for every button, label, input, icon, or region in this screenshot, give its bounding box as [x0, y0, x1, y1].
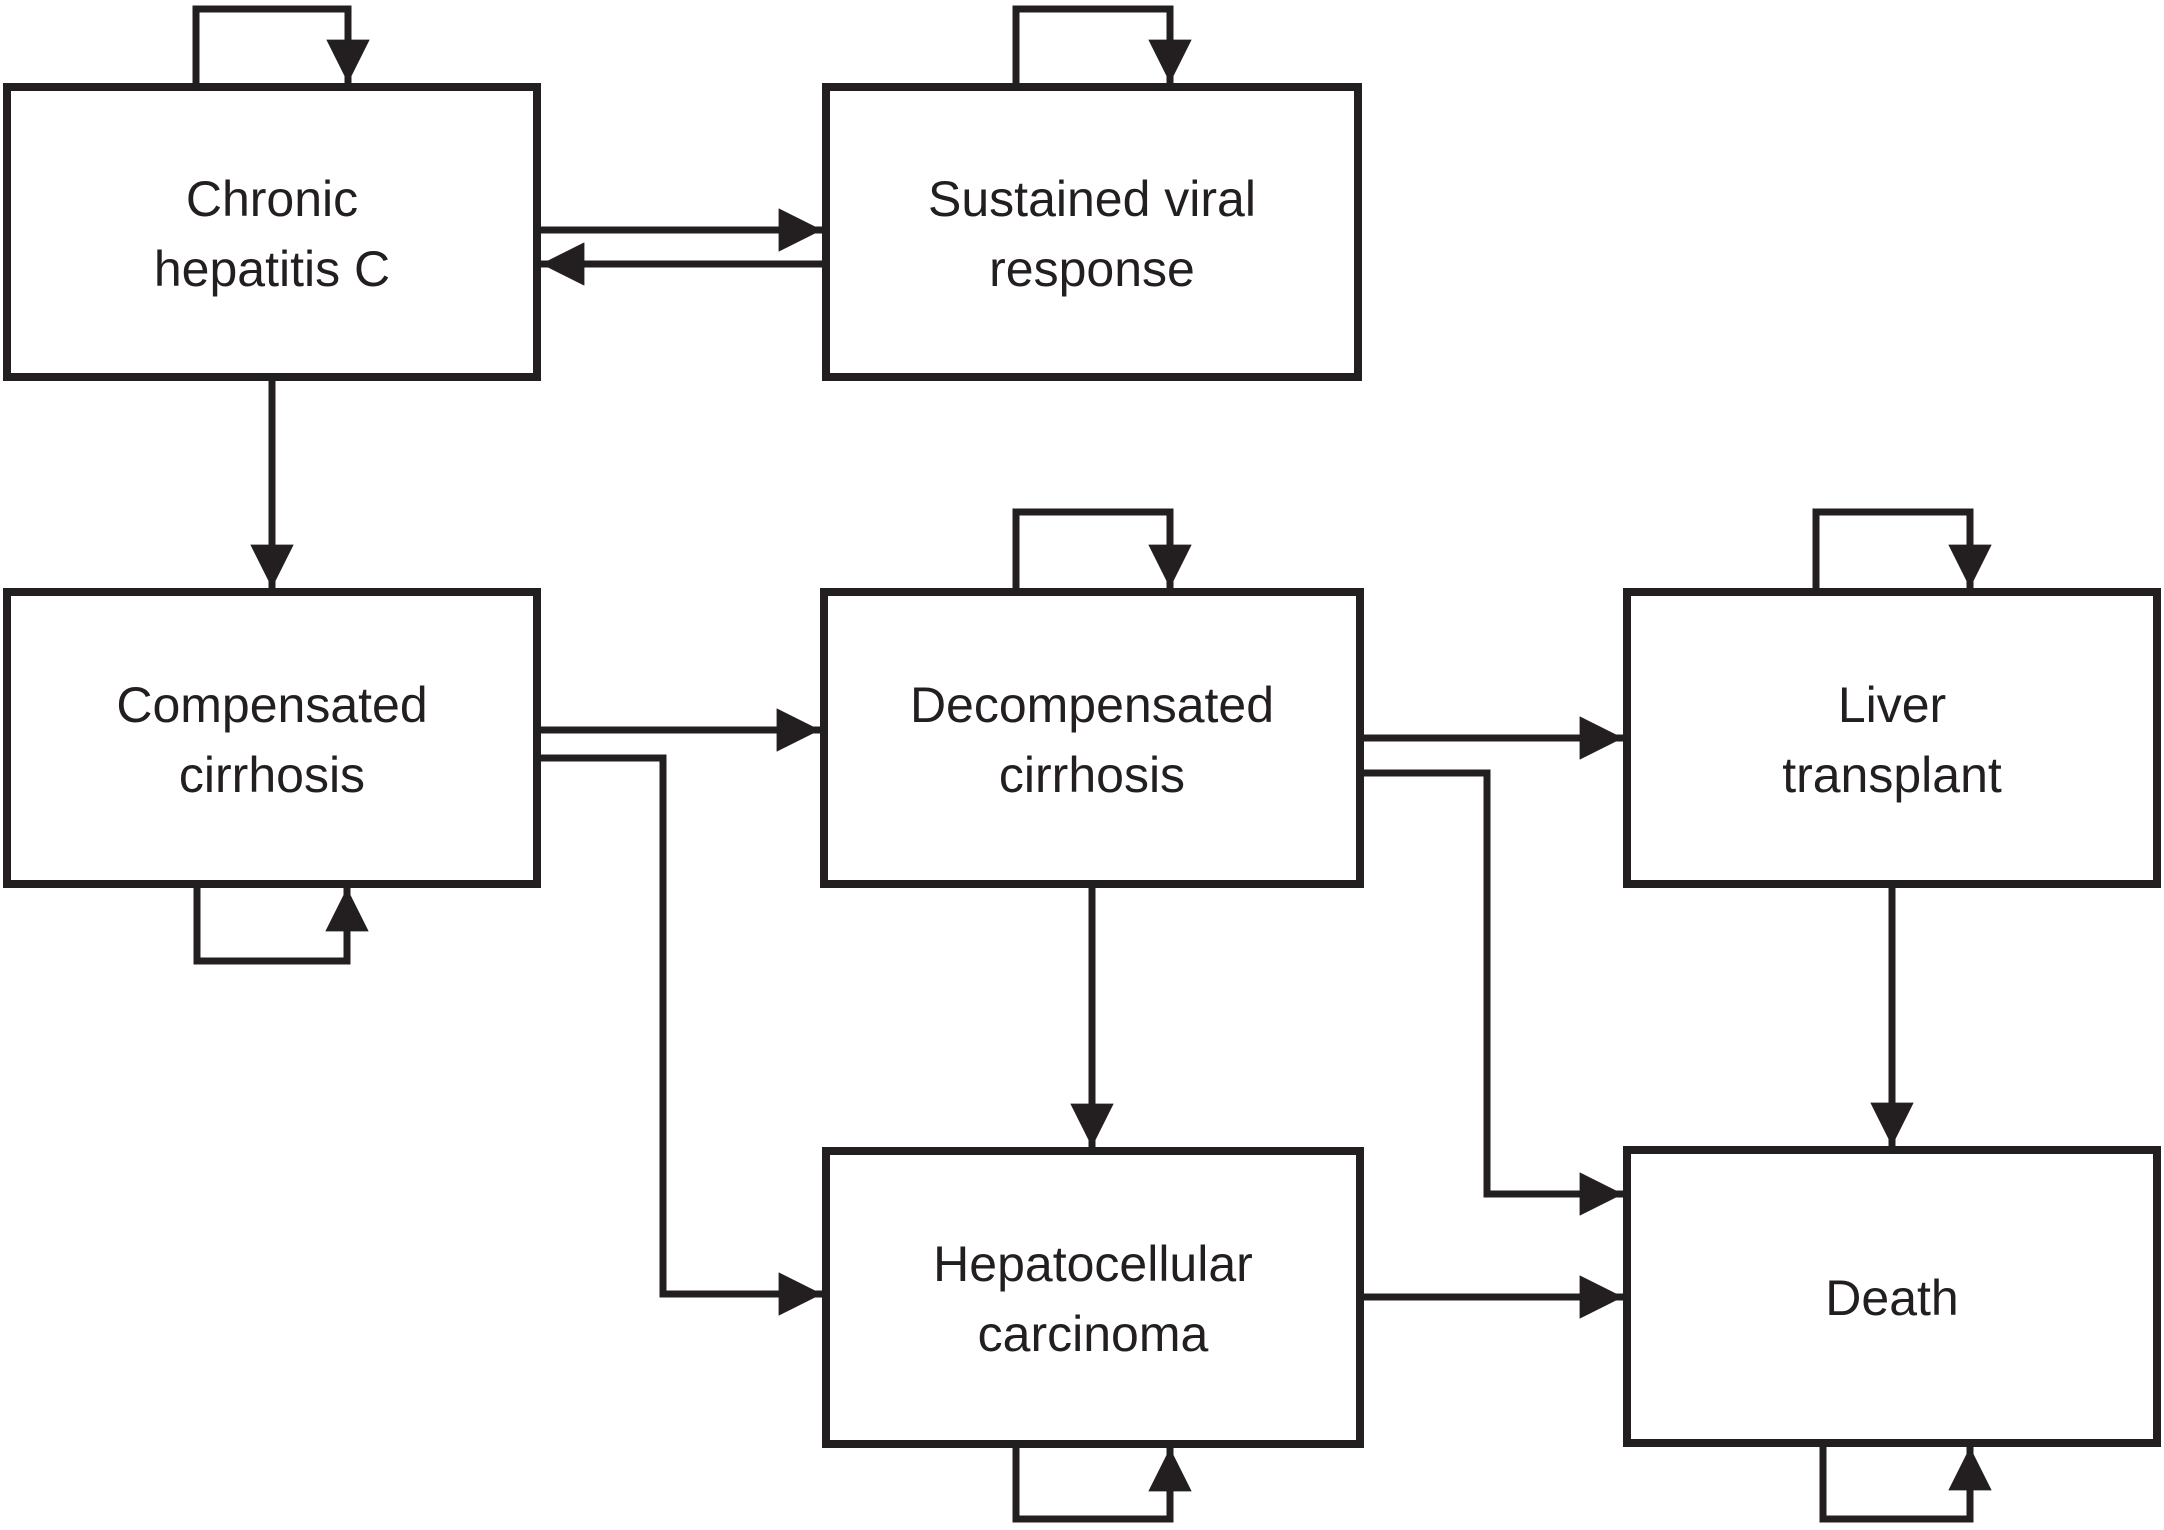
node-label-death-line1: Death: [1825, 1270, 1958, 1326]
edge-compensated-cirrhosis-to-hepatocellular-carcinoma: [537, 754, 822, 1316]
node-label-decompensated-cirrhosis-line1: Decompensated: [910, 677, 1274, 733]
node-box-hepatocellular-carcinoma: [822, 1147, 1364, 1448]
self-loop-compensated-cirrhosis: [193, 884, 369, 965]
node-decompensated-cirrhosis: Decompensated cirrhosis: [820, 588, 1364, 888]
node-label-chronic-hepatitis-c-line2: hepatitis C: [154, 241, 390, 297]
node-chronic-hepatitis-c: Chronic hepatitis C: [3, 83, 541, 381]
node-death: Death: [1623, 1146, 2161, 1447]
self-loop-chronic-hepatitis-c: [192, 5, 370, 87]
node-box-liver-transplant: [1623, 588, 2161, 888]
node-compensated-cirrhosis: Compensated cirrhosis: [3, 588, 541, 888]
self-loop-sustained-viral-response: [1012, 5, 1192, 87]
node-box-chronic-hepatitis-c: [3, 83, 541, 381]
node-label-liver-transplant-line2: transplant: [1782, 747, 2002, 803]
node-label-chronic-hepatitis-c-line1: Chronic: [186, 171, 358, 227]
self-loop-hepatocellular-carcinoma: [1012, 1444, 1192, 1523]
node-label-liver-transplant-line1: Liver: [1838, 677, 1946, 733]
node-label-compensated-cirrhosis-line1: Compensated: [116, 677, 427, 733]
self-loop-decompensated-cirrhosis: [1012, 508, 1192, 592]
edge-decompensated-cirrhosis-to-death: [1360, 769, 1623, 1216]
node-label-sustained-viral-response-line2: response: [989, 241, 1195, 297]
node-label-hepatocellular-carcinoma-line2: carcinoma: [978, 1306, 1209, 1362]
self-loop-liver-transplant: [1812, 508, 1992, 592]
node-box-decompensated-cirrhosis: [820, 588, 1364, 888]
node-box-compensated-cirrhosis: [3, 588, 541, 888]
node-sustained-viral-response: Sustained viral response: [822, 83, 1362, 381]
node-box-sustained-viral-response: [822, 83, 1362, 381]
node-box-death: [1623, 1146, 2161, 1447]
node-label-compensated-cirrhosis-line2: cirrhosis: [179, 747, 365, 803]
node-hepatocellular-carcinoma: Hepatocellular carcinoma: [822, 1147, 1364, 1448]
node-liver-transplant: Liver transplant: [1623, 588, 2161, 888]
node-label-hepatocellular-carcinoma-line1: Hepatocellular: [933, 1236, 1253, 1292]
node-label-decompensated-cirrhosis-line2: cirrhosis: [999, 747, 1185, 803]
node-label-sustained-viral-response-line1: Sustained viral: [928, 171, 1256, 227]
self-loop-death: [1819, 1443, 1992, 1523]
